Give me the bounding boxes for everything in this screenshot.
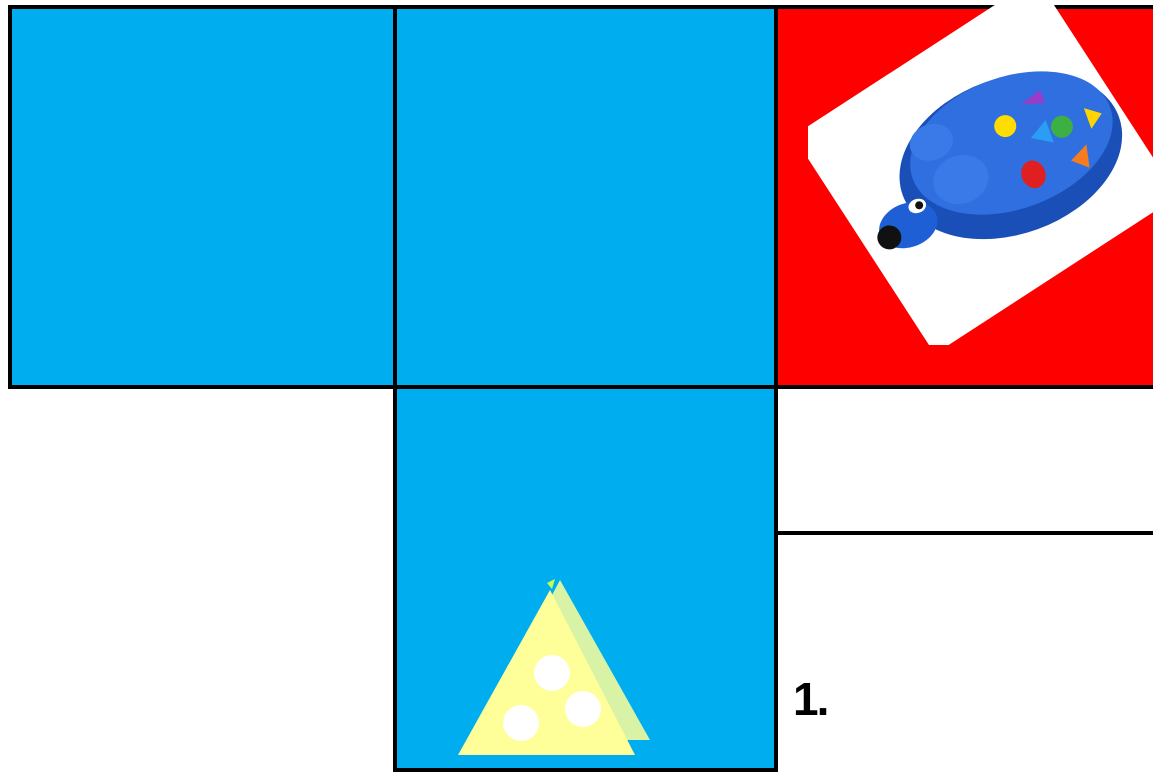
cheese-icon[interactable] [455,575,655,760]
step-number-label: 1. [793,676,827,722]
robot-mouse-icon[interactable] [808,0,1153,345]
divider-line [778,531,1153,535]
board-tile-top-left[interactable] [8,5,397,389]
board-tile-top-middle[interactable] [393,5,778,389]
